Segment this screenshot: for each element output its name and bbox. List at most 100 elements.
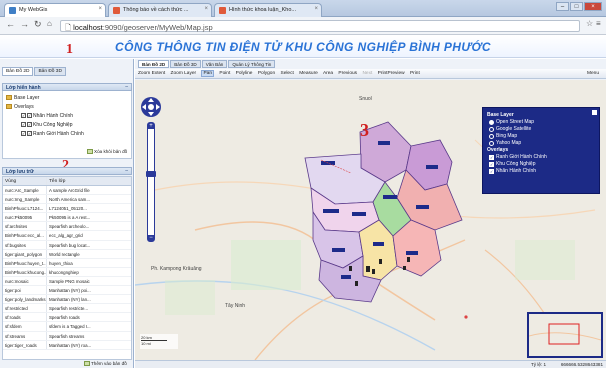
table-row[interactable]: BinhPhuoc:L7124...L7124051_05120... bbox=[3, 204, 131, 214]
checkbox[interactable]: ✓ bbox=[21, 131, 26, 137]
tree-node-label: Nhãn Hành Chính bbox=[33, 113, 74, 119]
map-canvas[interactable]: + − Ph. Kampong Krâuâng Tây Ninh Snuol 3… bbox=[135, 80, 606, 360]
cell-workspace: sf:sfdem bbox=[3, 322, 47, 331]
close-window-icon[interactable]: × bbox=[584, 2, 602, 11]
checkbox[interactable]: ✓ bbox=[489, 154, 494, 160]
coordinate-readout: 666666.5328643381 bbox=[560, 362, 603, 367]
tool-point[interactable]: Point bbox=[219, 71, 231, 76]
tab-map-2d[interactable]: Bản Đồ 2D bbox=[138, 60, 170, 68]
browser-tab-2[interactable]: Thông báo về cách thức ... × bbox=[108, 3, 212, 17]
base-layer-heading: Base Layer bbox=[487, 112, 514, 118]
option-label: Bing Map bbox=[496, 133, 518, 139]
map-menu-button[interactable]: Menu bbox=[587, 71, 599, 76]
back-icon[interactable]: ← bbox=[6, 19, 15, 29]
forward-icon[interactable]: → bbox=[20, 19, 29, 29]
checkbox[interactable]: ✓ bbox=[489, 168, 494, 174]
settings-wrench-icon[interactable]: ≡ bbox=[596, 19, 601, 28]
reload-icon[interactable]: ↻ bbox=[34, 19, 42, 29]
base-option-osm[interactable]: Open Street Map bbox=[489, 119, 595, 125]
close-tab-icon[interactable]: × bbox=[314, 6, 318, 12]
overlay-option-labels[interactable]: ✓Nhãn Hành Chính bbox=[489, 168, 595, 174]
zoom-slider-thumb[interactable] bbox=[146, 171, 156, 177]
overlay-option-industrial[interactable]: ✓Khu Công Nghiệp bbox=[489, 161, 595, 167]
browser-tab-3[interactable]: Hình thức khoa luận_Kho... × bbox=[214, 3, 322, 17]
cell-layer-name: Manhattan (NY) roa... bbox=[49, 342, 92, 348]
base-option-bing[interactable]: Bing Map bbox=[489, 133, 595, 139]
tab-documents[interactable]: Văn Bản bbox=[201, 60, 228, 68]
zoom-slider[interactable]: + − bbox=[146, 122, 156, 242]
overview-map[interactable] bbox=[527, 312, 603, 358]
minimize-switcher-icon[interactable] bbox=[592, 110, 597, 115]
table-row[interactable]: BinhPhuoc:khucong...khucongnghiep bbox=[3, 267, 131, 277]
checkbox[interactable]: ✓ bbox=[489, 161, 494, 167]
tab-map-3d[interactable]: Bản Đồ 3D bbox=[34, 67, 66, 76]
tree-node-ranh-gioi[interactable]: ✓✓Ranh Giới Hành Chính bbox=[21, 131, 84, 137]
close-tab-icon[interactable]: × bbox=[204, 6, 208, 12]
tree-node-base-layer[interactable]: Base Layer bbox=[6, 95, 39, 101]
table-row[interactable]: BinhPhuoc:huyen_t...huyen_thixa bbox=[3, 258, 131, 268]
zoom-out-icon[interactable]: − bbox=[148, 235, 154, 241]
column-header-workspace[interactable]: Vùng bbox=[3, 177, 47, 185]
radio-button[interactable] bbox=[489, 119, 494, 125]
layer-icon: ✓ bbox=[27, 113, 32, 119]
close-tab-icon[interactable]: × bbox=[98, 6, 102, 12]
tree-node-khu-cong-nghiep[interactable]: ✓✓Khu Công Nghiệp bbox=[21, 122, 72, 128]
tab-map-3d[interactable]: Bản Đồ 3D bbox=[170, 60, 201, 68]
table-row[interactable]: BinhPhuoc:ecc_al...ecc_alg_agr_grid bbox=[3, 231, 131, 241]
tool-print[interactable]: Print bbox=[409, 71, 420, 76]
tab-info-management[interactable]: Quản Lý Thông Tin bbox=[228, 60, 276, 68]
zoom-in-icon[interactable]: + bbox=[148, 123, 154, 129]
base-option-yahoo[interactable]: Yahoo Map bbox=[489, 140, 595, 146]
tool-select[interactable]: Select bbox=[280, 71, 294, 76]
pan-control[interactable] bbox=[139, 95, 163, 119]
tool-pan[interactable]: Pan bbox=[201, 70, 215, 77]
tool-previous[interactable]: Previous bbox=[338, 71, 358, 76]
tool-measure[interactable]: Measure bbox=[299, 71, 318, 76]
collapse-icon[interactable]: – bbox=[125, 84, 128, 90]
maximize-icon[interactable]: □ bbox=[570, 2, 583, 11]
checkbox[interactable]: ✓ bbox=[21, 113, 26, 119]
tree-node-overlays[interactable]: Overlays bbox=[6, 104, 34, 110]
bookmark-star-icon[interactable]: ☆ bbox=[586, 19, 594, 28]
home-icon[interactable]: ⌂ bbox=[47, 19, 52, 28]
active-layers-header[interactable]: Lớp hiển hành – bbox=[2, 83, 132, 91]
tab-map-2d[interactable]: Bản Đồ 2D bbox=[2, 67, 34, 76]
address-bar[interactable]: 🗋 localhost:9090/geoserver/MyWeb/Map.jsp bbox=[60, 20, 580, 32]
add-to-map-button[interactable]: Thêm vào bản đồ bbox=[84, 361, 127, 366]
column-header-layer-name[interactable]: Tên lớp bbox=[49, 179, 66, 184]
tool-print-preview[interactable]: PrintPreview bbox=[377, 71, 405, 76]
radio-button[interactable] bbox=[489, 133, 494, 139]
remove-layer-button[interactable]: Xóa khỏi bản đồ bbox=[87, 149, 127, 154]
radio-button[interactable] bbox=[489, 126, 494, 132]
radio-button[interactable] bbox=[489, 140, 494, 146]
tool-polygon[interactable]: Polygon bbox=[257, 71, 276, 76]
browser-tab-webgis[interactable]: My WebGis × bbox=[4, 3, 106, 17]
tool-polyline[interactable]: Polyline bbox=[235, 71, 253, 76]
tool-zoom-layer[interactable]: Zoom Layer bbox=[170, 71, 197, 76]
tool-area[interactable]: Area bbox=[322, 71, 334, 76]
tool-zoom-extent[interactable]: Zoom Extent bbox=[138, 71, 166, 76]
base-option-google[interactable]: Google Satellite bbox=[489, 126, 595, 132]
tree-node-nhan-hanh-chinh[interactable]: ✓✓Nhãn Hành Chính bbox=[21, 113, 73, 119]
stored-layers-header[interactable]: Lớp lưu trữ – bbox=[2, 167, 132, 175]
minimize-icon[interactable]: – bbox=[556, 2, 569, 11]
collapse-icon[interactable]: – bbox=[125, 168, 128, 174]
checkbox[interactable]: ✓ bbox=[21, 122, 26, 128]
tool-next[interactable]: Next bbox=[362, 71, 373, 76]
cell-workspace: nurc:Img_Sample bbox=[3, 195, 47, 204]
overlay-option-boundary[interactable]: ✓Ranh Giới Hành Chính bbox=[489, 154, 595, 160]
